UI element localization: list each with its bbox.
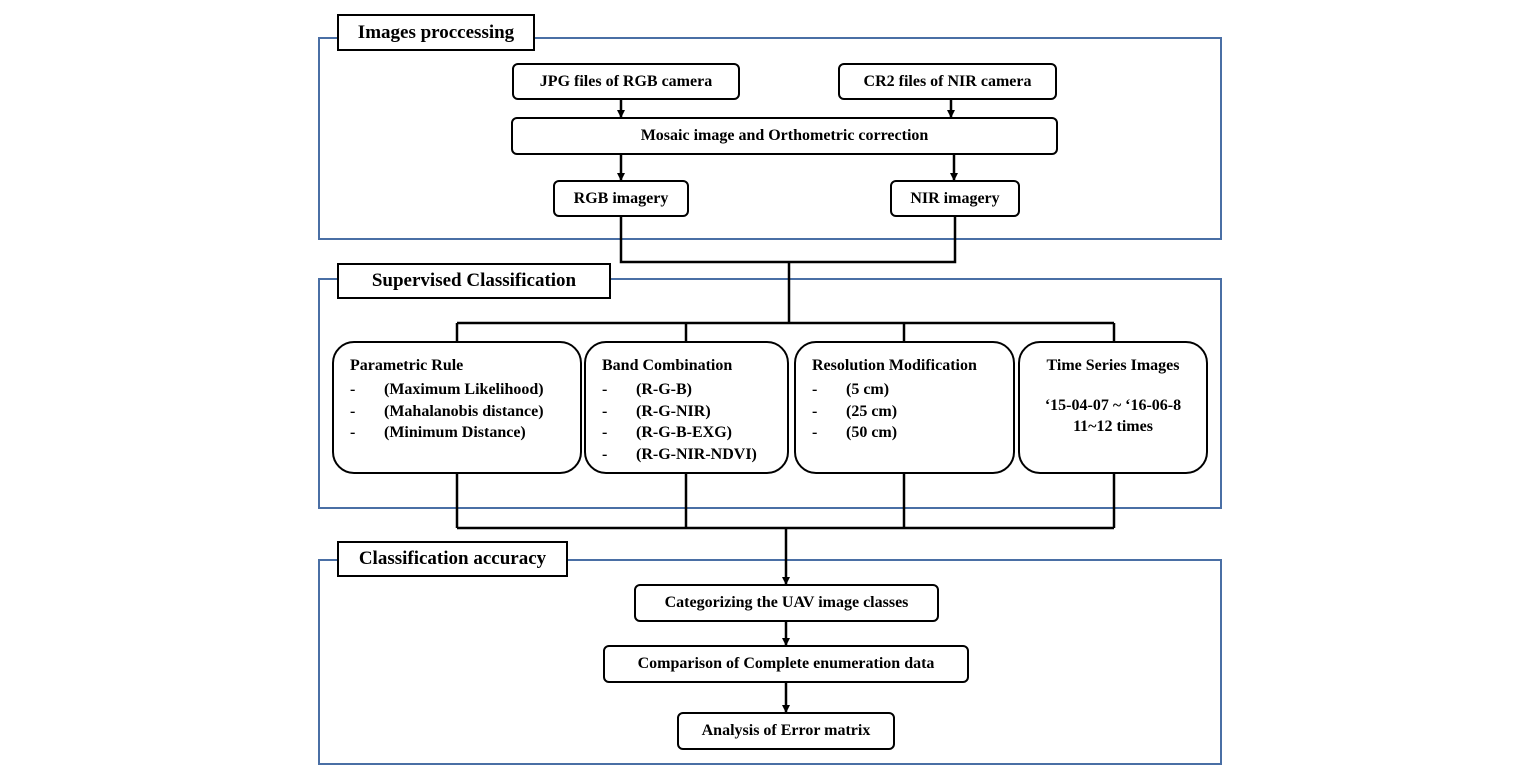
classification-accuracy-title: Classification accuracy [337,541,568,577]
resolution-modification-title: Resolution Modification [812,357,977,374]
parametric-item-label: (Maximum Likelihood) [384,381,544,398]
comparison-node: Comparison of Complete enumeration data [603,645,969,683]
band-item-label: (R-G-NIR-NDVI) [636,445,757,463]
merge-imagery-line [619,216,957,264]
time-series-range: ‘15-04-07 ~ ‘16-06-8 [1044,397,1182,414]
time-series-count: 11~12 times [1073,418,1153,435]
categorizing-node: Categorizing the UAV image classes [634,584,939,622]
band-combination-card: Band Combination - (R-G-B) - (R-G-NIR) - (R… [584,341,789,474]
band-item: - (R-G-NIR) [602,401,787,423]
parametric-item-label: (Mahalanobis distance) [384,402,544,420]
analysis-node: Analysis of Error matrix [677,712,895,750]
band-item-label: (R-G-B) [636,381,692,398]
resolution-item: - (5 cm) [812,379,1013,401]
jpg-files-node: JPG files of RGB camera [512,63,740,100]
time-series-card: Time Series Images ‘15-04-07 ~ ‘16-06-8 … [1018,341,1208,474]
resolution-item: - (25 cm) [812,401,1013,423]
resolution-item-label: (50 cm) [846,424,898,441]
images-processing-section [318,37,1222,240]
bullet-dash: - [602,381,608,398]
supervised-classification-section [318,278,1222,509]
classification-accuracy-section [318,559,1222,765]
resolution-item-label: (5 cm) [846,381,890,398]
supervised-classification-title: Supervised Classification [337,263,611,299]
bullet-dash: - [350,402,356,420]
bullet-dash: - [812,424,818,441]
band-combination-title: Band Combination [602,357,733,374]
parametric-item-label: (Minimum Distance) [384,424,526,441]
band-item: - (R-G-B-EXG) [602,422,787,444]
parametric-item: - (Mahalanobis distance) [350,401,580,423]
nir-imagery-node: NIR imagery [890,180,1020,217]
bullet-dash: - [812,381,818,398]
band-item-label: (R-G-B-EXG) [636,424,732,441]
rgb-imagery-node: RGB imagery [553,180,689,217]
band-item: - (R-G-B) [602,379,787,401]
bullet-dash: - [350,424,356,441]
resolution-item: - (50 cm) [812,422,1013,444]
bullet-dash: - [812,402,818,420]
parametric-rule-title: Parametric Rule [350,357,464,374]
time-series-title: Time Series Images [1046,357,1180,374]
band-item-label: (R-G-NIR) [636,402,711,420]
mosaic-correction-node: Mosaic image and Orthometric correction [511,117,1058,155]
band-item: - (R-G-NIR-NDVI) [602,444,787,466]
bullet-dash: - [602,445,608,463]
parametric-item: - (Minimum Distance) [350,422,580,444]
parametric-item: - (Maximum Likelihood) [350,379,580,401]
images-processing-title: Images proccessing [337,14,535,51]
bullet-dash: - [602,424,608,441]
bullet-dash: - [602,402,608,420]
resolution-modification-card: Resolution Modification - (5 cm) - (25 cm)… [794,341,1015,474]
cr2-files-node: CR2 files of NIR camera [838,63,1057,100]
bullet-dash: - [350,381,356,398]
resolution-item-label: (25 cm) [846,402,898,420]
parametric-rule-card: Parametric Rule - (Maximum Likelihood) - (… [332,341,582,474]
